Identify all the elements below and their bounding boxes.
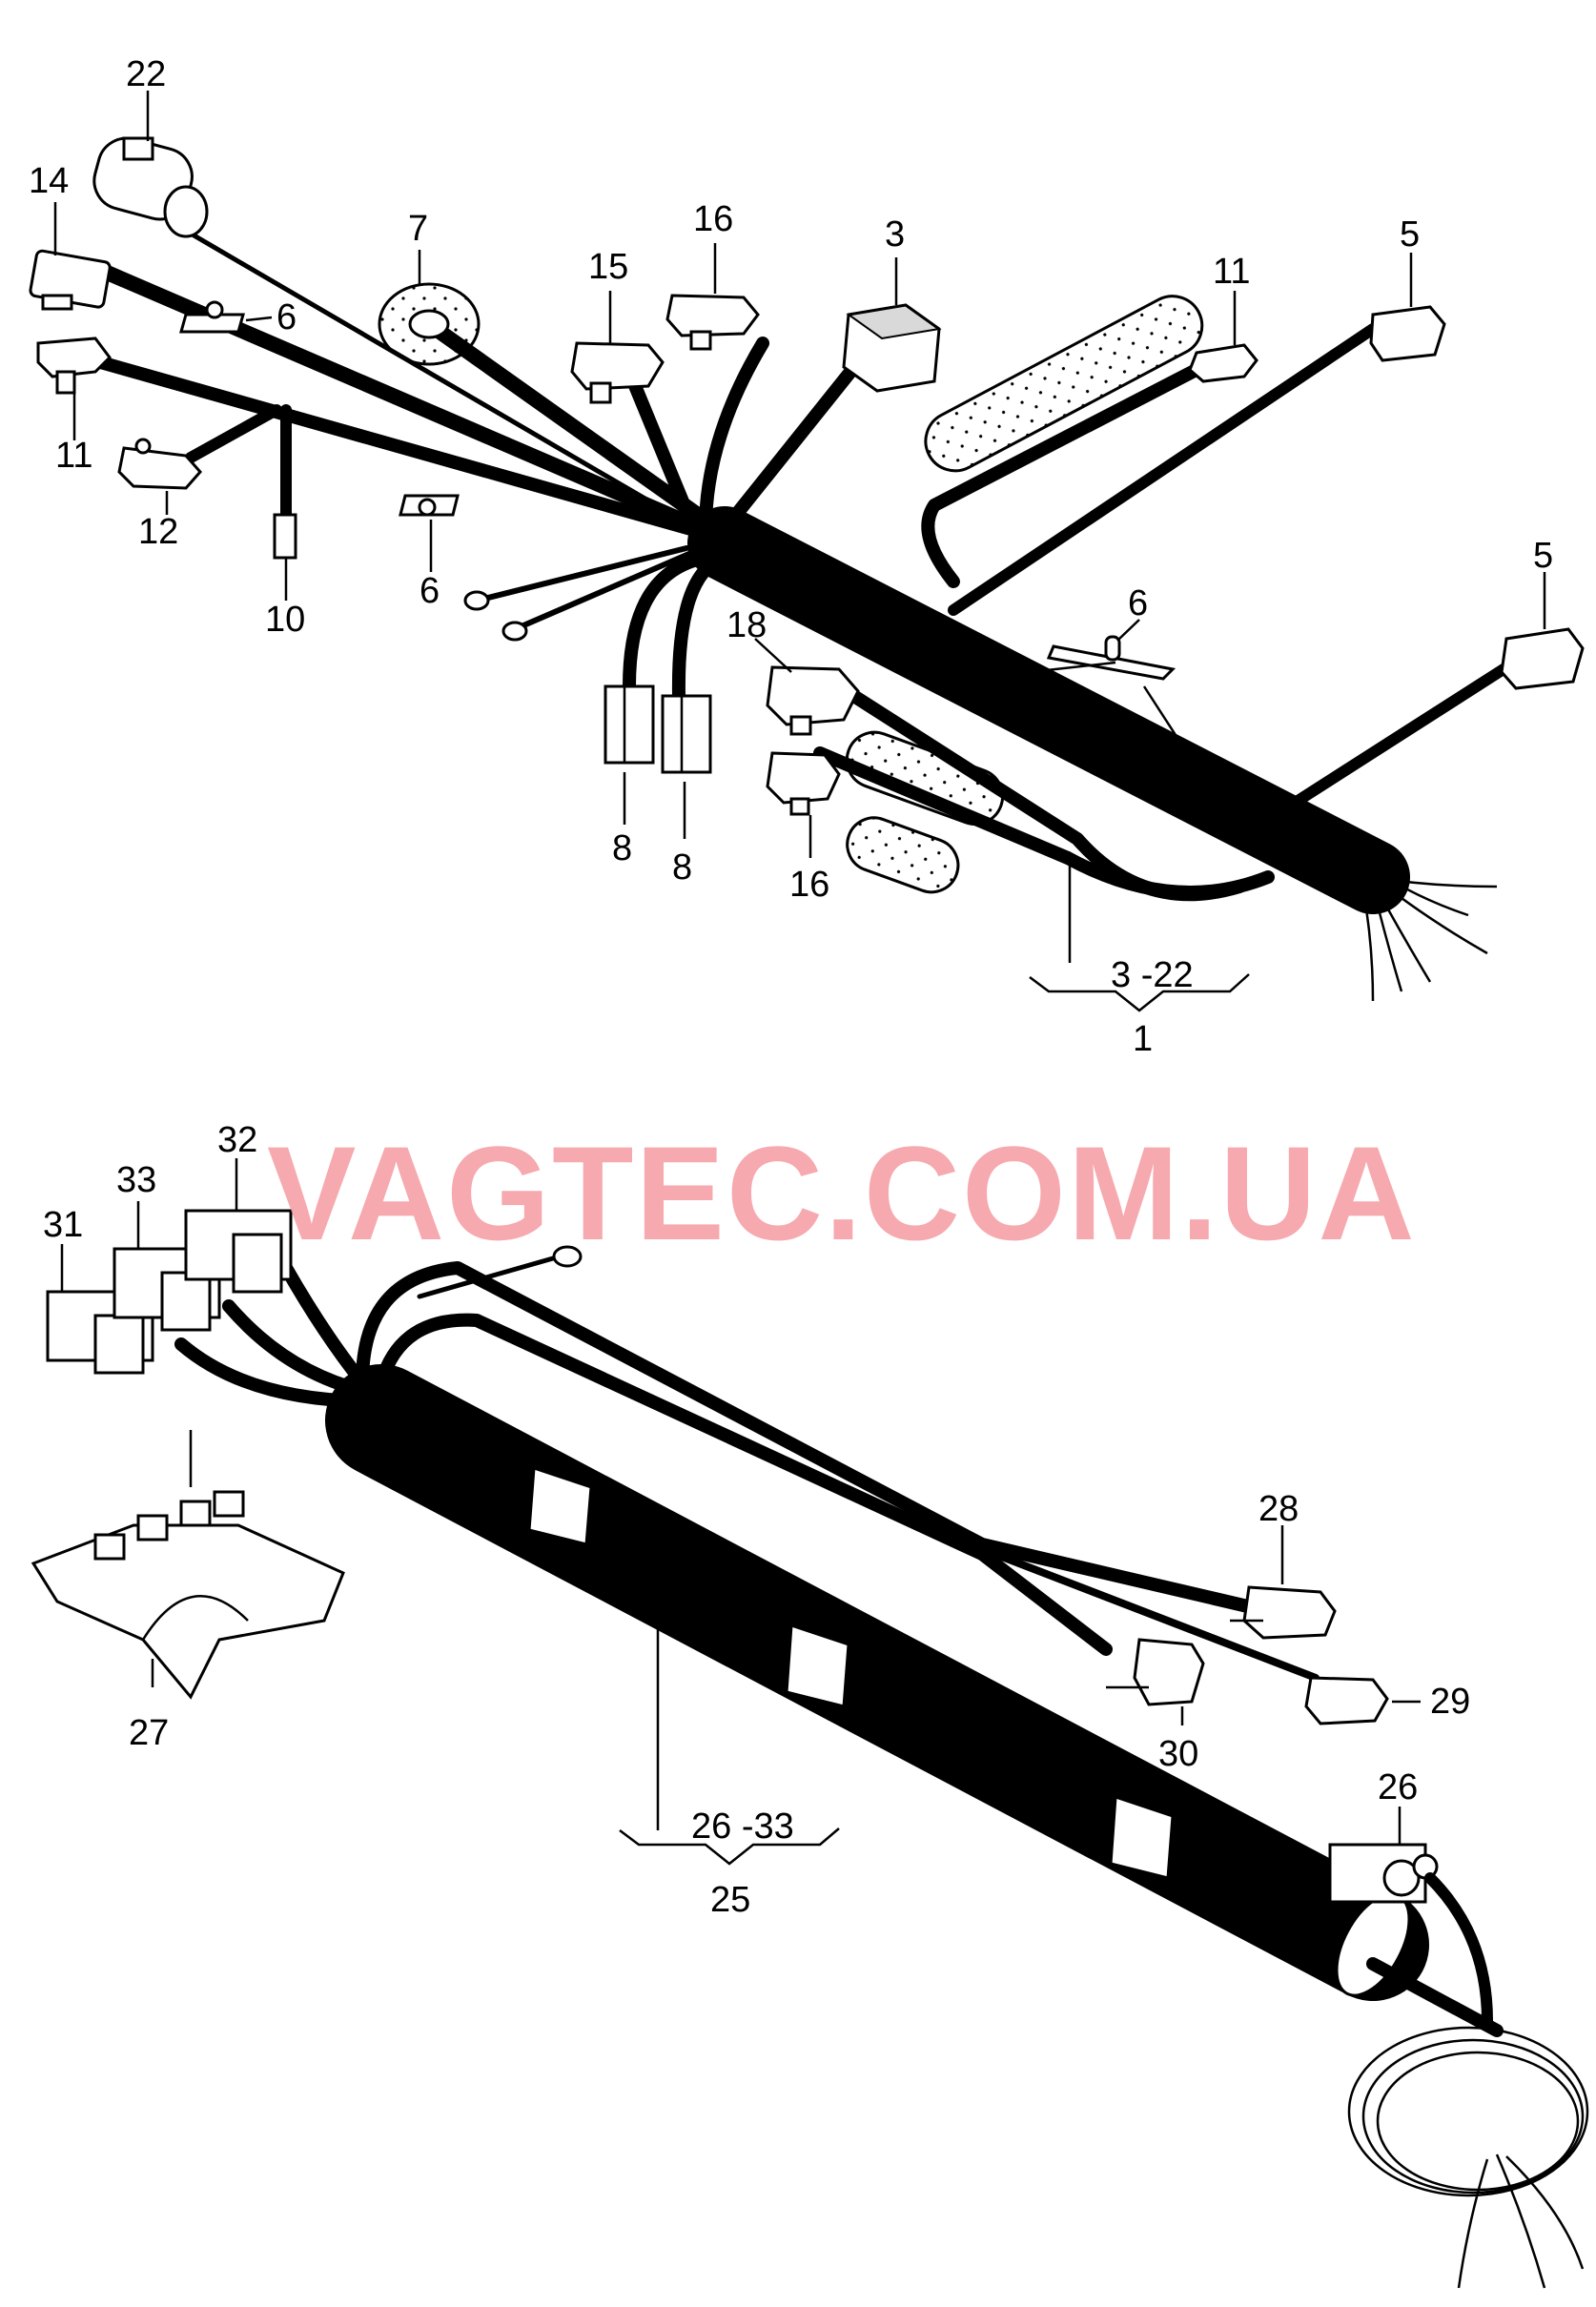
connector-16-upper xyxy=(665,294,760,351)
branch-wires xyxy=(60,231,1512,902)
clip-6-right xyxy=(1046,635,1177,681)
callout-18: 18 xyxy=(726,605,767,645)
callout-5-upper: 5 xyxy=(1400,214,1420,255)
leader-lines-bottom xyxy=(60,1158,1421,1845)
connector-22-round xyxy=(92,136,209,238)
callout-14: 14 xyxy=(29,161,69,201)
connector-32 xyxy=(184,1209,293,1294)
clip-6-upper xyxy=(179,300,245,334)
connector-28 xyxy=(1230,1585,1337,1640)
connector-14 xyxy=(29,249,112,311)
ring-terminals xyxy=(463,590,528,642)
callout-assembly-1: 1 xyxy=(1133,1019,1153,1059)
grommet-7 xyxy=(378,282,481,366)
callout-33: 33 xyxy=(116,1160,156,1200)
overhead-wires xyxy=(356,1256,1320,1682)
conduit-clips xyxy=(527,1465,1175,1880)
connector-8-right xyxy=(661,694,712,774)
watermark-text: VAGTEC.COM.UA xyxy=(267,1118,1417,1268)
connector-12 xyxy=(117,438,203,490)
callout-16-lower: 16 xyxy=(789,865,829,905)
leader-lines-top xyxy=(53,91,1546,963)
bracket-assembly-25 xyxy=(619,1827,840,1866)
connector-holder-27 xyxy=(31,1490,345,1700)
callout-6-right: 6 xyxy=(1128,583,1148,623)
connector-15 xyxy=(570,341,665,404)
connector-8-left xyxy=(604,684,655,765)
foam-sleeve-short xyxy=(846,816,960,894)
callout-6-middle: 6 xyxy=(419,571,440,611)
foam-sleeve-long xyxy=(924,295,1204,473)
callout-8-right: 8 xyxy=(672,847,692,888)
connector-11-right xyxy=(1188,343,1258,383)
callout-range-3-22: 3 -22 xyxy=(1111,955,1194,995)
callouts-top: 22 14 7 6 11 12 10 6 15 16 3 11 5 5 6 18… xyxy=(29,54,1553,1059)
connector-26 xyxy=(1328,1843,1439,1904)
harness-top xyxy=(29,91,1585,1012)
callout-8-left: 8 xyxy=(612,828,632,868)
connector-5-lower xyxy=(1500,627,1585,690)
connector-5-upper xyxy=(1369,305,1446,362)
callout-29: 29 xyxy=(1430,1682,1470,1722)
tail-wires-coil xyxy=(1347,1872,1589,2289)
callout-10: 10 xyxy=(265,600,305,640)
bracket-assembly-1 xyxy=(1029,973,1250,1012)
callout-range-26-33: 26 -33 xyxy=(691,1807,794,1847)
callout-6-upper: 6 xyxy=(276,297,297,337)
callout-12: 12 xyxy=(138,512,178,552)
conduit-ribs xyxy=(408,1391,1325,1965)
callout-16-upper: 16 xyxy=(693,199,733,239)
clip-6-middle xyxy=(399,494,460,517)
connector-11-left xyxy=(36,337,112,395)
harness-bottom xyxy=(31,1158,1589,2289)
left-connector-wires xyxy=(174,1261,379,1408)
callouts-bottom: 32 33 31 27 28 29 30 26 26 -33 25 xyxy=(43,1120,1470,1920)
callout-26: 26 xyxy=(1378,1767,1418,1807)
callout-27: 27 xyxy=(129,1713,169,1753)
callout-11-right: 11 xyxy=(1213,252,1250,292)
connector-29 xyxy=(1304,1676,1389,1725)
callout-5-lower: 5 xyxy=(1533,536,1553,576)
callout-7: 7 xyxy=(408,209,428,249)
connector-16-lower xyxy=(766,751,841,816)
callout-11-left: 11 xyxy=(55,436,92,476)
connector-3 xyxy=(842,303,942,393)
callout-32: 32 xyxy=(217,1120,257,1160)
callout-28: 28 xyxy=(1258,1489,1299,1529)
callout-22: 22 xyxy=(126,54,166,94)
callout-assembly-25: 25 xyxy=(710,1880,750,1920)
connector-18 xyxy=(766,665,860,736)
ring-terminal-bottom xyxy=(552,1245,583,1268)
callout-3: 3 xyxy=(885,214,905,255)
callout-31: 31 xyxy=(43,1205,83,1245)
callout-30: 30 xyxy=(1158,1734,1198,1774)
callout-15: 15 xyxy=(588,247,628,287)
connector-10 xyxy=(273,513,297,560)
foam-sleeve-mid xyxy=(845,730,1005,826)
connector-30 xyxy=(1106,1638,1205,1706)
loose-wire-ends xyxy=(1361,861,1498,1002)
